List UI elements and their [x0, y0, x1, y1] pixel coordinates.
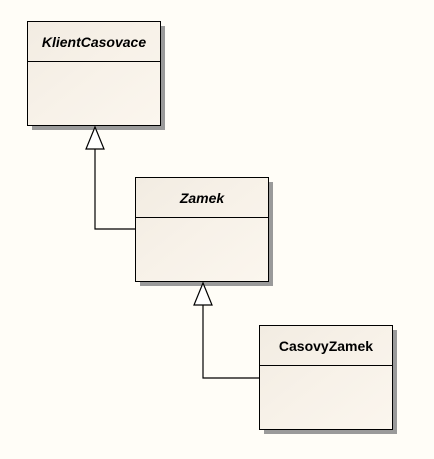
- class-name: KlientCasovace: [28, 22, 160, 62]
- class-name: Zamek: [136, 178, 268, 218]
- class-zamek[interactable]: Zamek: [135, 177, 269, 282]
- class-name: CasovyZamek: [260, 326, 392, 366]
- class-klient-casovace[interactable]: KlientCasovace: [27, 21, 161, 126]
- generalization-arrowhead-zamek: [193, 281, 213, 306]
- class-attributes-compartment: [28, 62, 160, 125]
- class-attributes-compartment: [136, 218, 268, 281]
- generalization-arrowhead-klient: [85, 125, 105, 150]
- generalization-line-casovy-zamek: [202, 305, 260, 379]
- class-casovy-zamek[interactable]: CasovyZamek: [259, 325, 393, 430]
- class-attributes-compartment: [260, 366, 392, 429]
- generalization-line-zamek-klient: [94, 149, 136, 230]
